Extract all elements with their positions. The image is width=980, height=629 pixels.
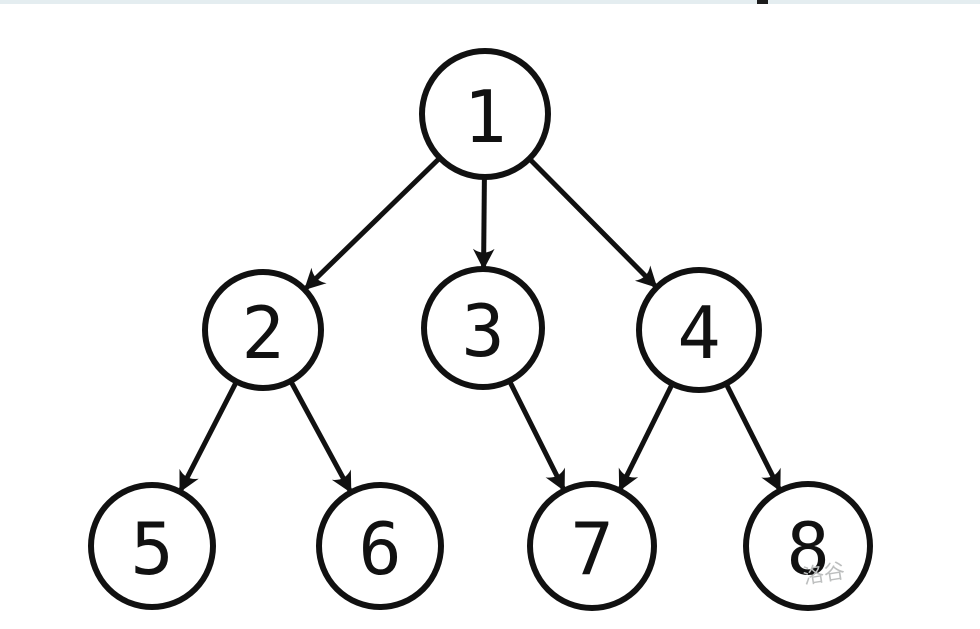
tree-node-6-circle: [316, 482, 444, 610]
tree-node-6: 6: [316, 482, 444, 610]
top-strip-marker: [757, 0, 768, 4]
tree-node-4-label: 4: [677, 291, 720, 375]
edge-3-to-7-arrow: [505, 376, 566, 492]
tree-node-2-circle: [202, 269, 324, 391]
edge-1-to-3-arrow: [472, 172, 495, 270]
tree-node-2-label: 2: [241, 291, 284, 375]
edge-2-to-6-arrow: [286, 376, 353, 494]
tree-node-5-circle: [88, 482, 216, 610]
edge-1-to-2-arrow: [304, 153, 445, 291]
edge-4-to-8-arrow: [721, 378, 782, 492]
tree-node-8-circle: [743, 481, 873, 611]
tree-node-7-circle: [527, 481, 657, 611]
edge-4-to-7-arrow: [618, 379, 677, 492]
edge-2-to-5-arrow: [178, 376, 241, 493]
tree-node-3: 3: [421, 266, 545, 390]
tree-node-1-circle: [419, 48, 551, 180]
edge-1-to-4-arrow: [524, 154, 658, 288]
tree-node-4: 4: [636, 267, 762, 393]
tree-node-3-label: 3: [461, 289, 504, 373]
tree-node-1: 1: [419, 48, 551, 180]
tree-node-7-label: 7: [570, 507, 613, 591]
tree-node-7: 7: [527, 481, 657, 611]
top-strip: [0, 0, 980, 4]
tree-node-4-circle: [636, 267, 762, 393]
tree-node-3-circle: [421, 266, 545, 390]
tree-node-6-label: 6: [358, 507, 401, 591]
tree-node-5-label: 5: [130, 507, 173, 591]
tree-node-8: 8: [743, 481, 873, 611]
tree-node-1-label: 1: [463, 75, 506, 159]
tree-node-5: 5: [88, 482, 216, 610]
tree-node-2: 2: [202, 269, 324, 391]
tree-node-8-label: 8: [786, 507, 829, 591]
